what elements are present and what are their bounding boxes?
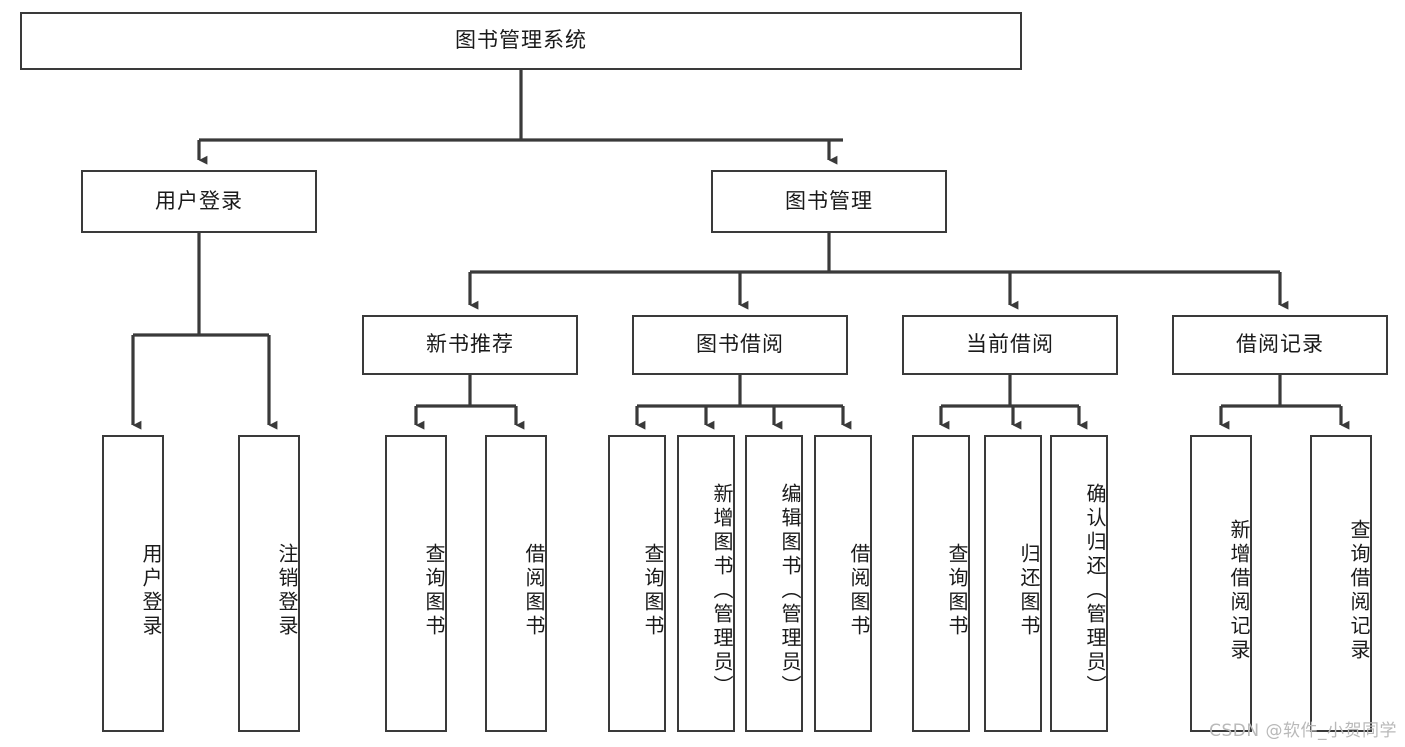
- leaf-node-label-5: 新增图书（管理员）: [710, 482, 734, 699]
- leaf-node-8[interactable]: 查询图书: [912, 435, 970, 732]
- leaf-node-9[interactable]: 归还图书: [984, 435, 1042, 732]
- leaf-node-11[interactable]: 新增借阅记录: [1190, 435, 1252, 732]
- node-0[interactable]: 用户登录: [81, 170, 317, 233]
- leaf-node-0[interactable]: 用户登录: [102, 435, 164, 732]
- node-1[interactable]: 图书借阅: [632, 315, 848, 375]
- node-root-system[interactable]: 图书管理系统: [20, 12, 1022, 70]
- leaf-node-label-0: 用户登录: [139, 542, 163, 639]
- leaf-node-label-2: 查询图书: [422, 542, 446, 639]
- leaf-node-label-6: 编辑图书（管理员）: [778, 482, 802, 699]
- leaf-node-label-7: 借阅图书: [847, 542, 871, 639]
- leaf-node-1[interactable]: 注销登录: [238, 435, 300, 732]
- leaf-node-label-8: 查询图书: [945, 542, 969, 639]
- node-root-system-label: 图书管理系统: [455, 28, 587, 53]
- node-1[interactable]: 图书管理: [711, 170, 947, 233]
- node-label-0: 用户登录: [155, 188, 243, 213]
- leaf-node-label-1: 注销登录: [275, 542, 299, 639]
- leaf-node-label-12: 查询借阅记录: [1347, 518, 1371, 663]
- leaf-node-12[interactable]: 查询借阅记录: [1310, 435, 1372, 732]
- leaf-node-4[interactable]: 查询图书: [608, 435, 666, 732]
- leaf-node-label-4: 查询图书: [641, 542, 665, 639]
- node-3[interactable]: 借阅记录: [1172, 315, 1388, 375]
- leaf-node-2[interactable]: 查询图书: [385, 435, 447, 732]
- node-label-1: 图书管理: [785, 188, 873, 213]
- node-label-0: 新书推荐: [426, 332, 514, 357]
- leaf-node-label-3: 借阅图书: [522, 542, 546, 639]
- leaf-node-7[interactable]: 借阅图书: [814, 435, 872, 732]
- node-label-1: 图书借阅: [696, 332, 784, 357]
- leaf-node-3[interactable]: 借阅图书: [485, 435, 547, 732]
- node-label-3: 借阅记录: [1236, 332, 1324, 357]
- leaf-node-label-11: 新增借阅记录: [1227, 518, 1251, 663]
- leaf-node-5[interactable]: 新增图书（管理员）: [677, 435, 735, 732]
- node-2[interactable]: 当前借阅: [902, 315, 1118, 375]
- leaf-node-label-10: 确认归还（管理员）: [1083, 482, 1107, 699]
- node-label-2: 当前借阅: [966, 332, 1054, 357]
- node-0[interactable]: 新书推荐: [362, 315, 578, 375]
- leaf-node-label-9: 归还图书: [1017, 542, 1041, 639]
- leaf-node-10[interactable]: 确认归还（管理员）: [1050, 435, 1108, 732]
- leaf-node-6[interactable]: 编辑图书（管理员）: [745, 435, 803, 732]
